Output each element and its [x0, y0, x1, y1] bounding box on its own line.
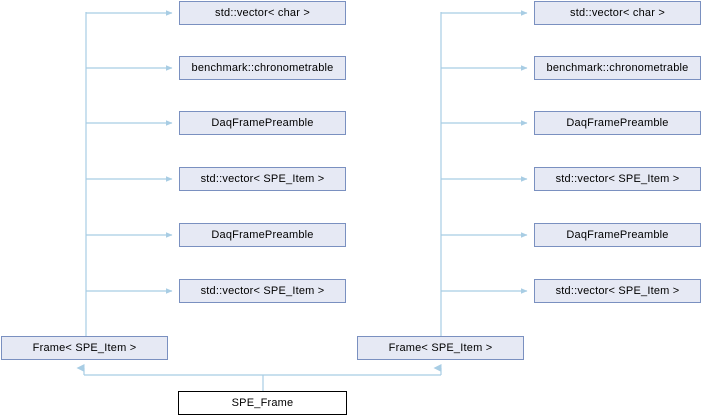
node-std-vector-spe-item-right-1[interactable]: std::vector< SPE_Item > [534, 167, 701, 191]
node-std-vector-char-left[interactable]: std::vector< char > [179, 1, 346, 25]
node-std-vector-char-right[interactable]: std::vector< char > [534, 1, 701, 25]
node-daqframepreamble-right-1[interactable]: DaqFramePreamble [534, 111, 701, 135]
node-benchmark-chronometrable-left[interactable]: benchmark::chronometrable [179, 56, 346, 80]
node-frame-spe-item-left[interactable]: Frame< SPE_Item > [1, 336, 168, 360]
node-std-vector-spe-item-left-1[interactable]: std::vector< SPE_Item > [179, 167, 346, 191]
node-std-vector-spe-item-left-2[interactable]: std::vector< SPE_Item > [179, 279, 346, 303]
node-daqframepreamble-left-1[interactable]: DaqFramePreamble [179, 111, 346, 135]
node-spe-frame-root[interactable]: SPE_Frame [178, 391, 347, 415]
node-daqframepreamble-right-2[interactable]: DaqFramePreamble [534, 223, 701, 247]
node-daqframepreamble-left-2[interactable]: DaqFramePreamble [179, 223, 346, 247]
node-benchmark-chronometrable-right[interactable]: benchmark::chronometrable [534, 56, 701, 80]
node-frame-spe-item-right[interactable]: Frame< SPE_Item > [357, 336, 524, 360]
node-std-vector-spe-item-right-2[interactable]: std::vector< SPE_Item > [534, 279, 701, 303]
